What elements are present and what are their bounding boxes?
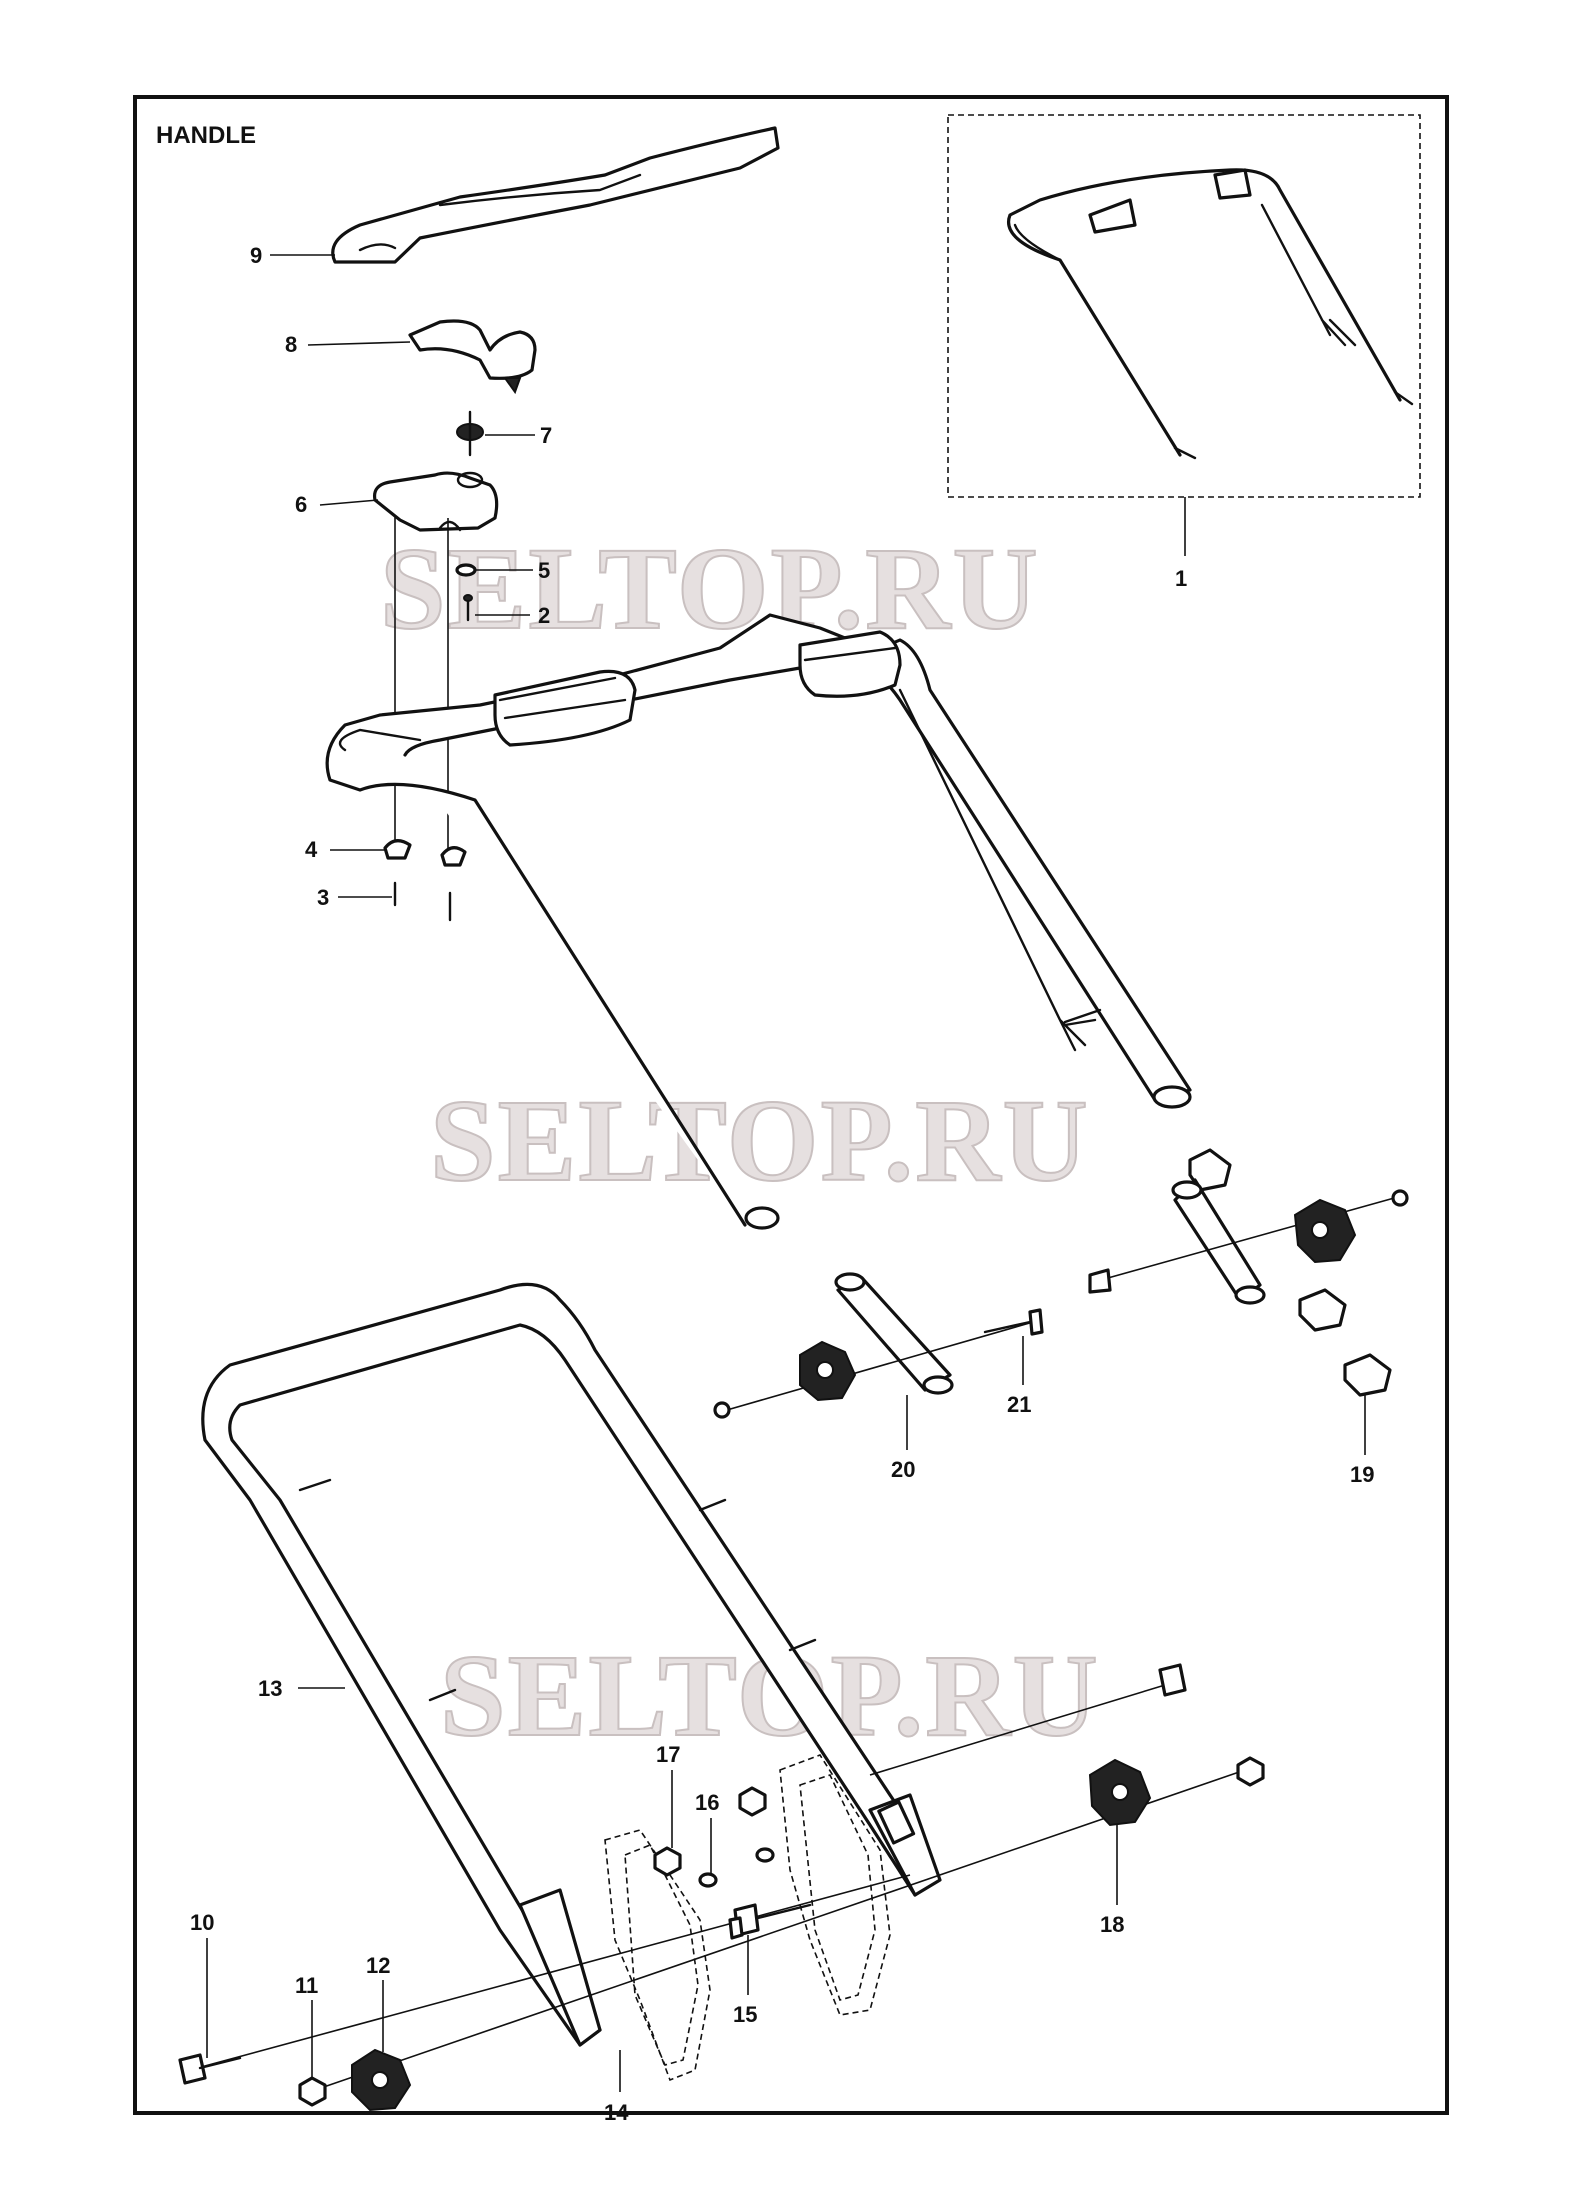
knob-left-upper <box>799 1340 857 1402</box>
clamp-19-low <box>1343 1353 1392 1397</box>
nut-11 <box>298 2076 327 2107</box>
callout-1: 1 <box>1175 566 1187 591</box>
screw-3 <box>393 881 452 922</box>
nut-17 <box>653 1846 682 1877</box>
washer <box>455 563 477 577</box>
cable <box>898 688 1102 1052</box>
knob-18 <box>1088 1758 1152 1827</box>
nut-18 <box>1236 1756 1265 1787</box>
page-frame <box>133 95 1449 2115</box>
bolt-15 <box>728 1903 812 1940</box>
callout-15: 15 <box>733 2002 757 2027</box>
bolt-21 <box>983 1308 1044 1336</box>
grip-pad-left <box>493 669 637 747</box>
nut-left-upper <box>713 1401 731 1419</box>
callout-17: 17 <box>656 1742 680 1767</box>
upper-handle-assembly-thumbnail <box>1007 168 1414 460</box>
bracket-outline-right <box>779 1754 891 2016</box>
callout-6: 6 <box>295 492 307 517</box>
screw-2 <box>463 594 473 622</box>
watermark-2: SELTOP.RU <box>430 1075 1090 1206</box>
bolt-10 <box>178 2053 242 2085</box>
callout-9: 9 <box>250 243 262 268</box>
callout-8: 8 <box>285 332 297 357</box>
top-grip-cover <box>331 126 780 264</box>
clamp-19-top <box>1188 1148 1232 1192</box>
diagram-title: HANDLE <box>156 122 256 149</box>
callout-21: 21 <box>1007 1392 1031 1417</box>
callout-16: 16 <box>695 1790 719 1815</box>
callout-13: 13 <box>258 1676 282 1701</box>
callout-20: 20 <box>891 1457 915 1482</box>
callout-5: 5 <box>538 558 550 583</box>
knob-12 <box>351 2048 412 2112</box>
assembly-inset-box <box>947 114 1421 498</box>
callout-3: 3 <box>317 885 329 910</box>
callout-18: 18 <box>1100 1912 1124 1937</box>
callout-12: 12 <box>366 1953 390 1978</box>
clamp-19-mid <box>1298 1288 1347 1332</box>
callout-leaders <box>206 254 1366 2092</box>
callout-7: 7 <box>540 423 552 448</box>
nut-right-upper <box>1391 1189 1409 1207</box>
spring <box>456 410 484 457</box>
bolt-right-upper <box>1088 1268 1112 1294</box>
grip-pad-right <box>798 630 902 698</box>
nut-16b <box>738 1786 767 1817</box>
callout-11: 11 <box>295 1973 318 1998</box>
washer-16b <box>755 1847 775 1863</box>
connector-tube-20 <box>834 1272 954 1395</box>
callout-2: 2 <box>538 603 550 628</box>
switch-lever <box>408 319 537 395</box>
lower-handle <box>201 1282 942 2047</box>
bolt-right-lower <box>1158 1663 1187 1697</box>
switch-housing <box>372 471 499 532</box>
callout-4: 4 <box>305 837 318 862</box>
watermark-1: SELTOP.RU <box>380 523 1040 654</box>
callout-19: 19 <box>1350 1462 1374 1487</box>
callout-10: 10 <box>190 1910 214 1935</box>
knob-right-upper <box>1293 1198 1357 1264</box>
washer-16 <box>698 1872 718 1888</box>
callout-14: 14 <box>604 2100 629 2125</box>
connector-tube-right <box>1171 1178 1266 1305</box>
nut-4 <box>383 839 467 867</box>
